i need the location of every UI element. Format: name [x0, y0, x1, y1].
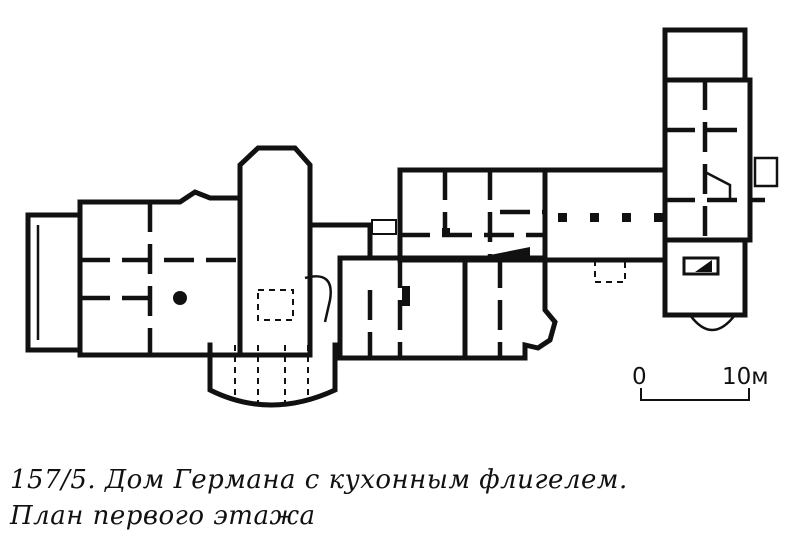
caption-title: 157/5. Дом Германа с кухонным флигелем.: [10, 465, 628, 495]
north-range: [371, 167, 548, 263]
kitchen-wing: [662, 27, 779, 332]
stair-icon: [402, 286, 410, 306]
south-bay: [207, 342, 338, 408]
scale-bar: [640, 388, 750, 401]
east-lower-wing: [462, 255, 558, 361]
gallery: [542, 167, 668, 283]
main-house: [77, 145, 373, 358]
caption-subtitle: План первого этажа: [10, 501, 316, 531]
floor-plan-drawing: [25, 27, 779, 408]
scale-end-label: 10м: [722, 364, 769, 390]
stove-icon: [173, 291, 187, 305]
figure-caption: 157/5. Дом Германа с кухонным флигелем. …: [10, 462, 790, 534]
scale-start-label: 0: [632, 364, 647, 390]
west-wing: [25, 212, 83, 353]
central-block: [304, 255, 468, 361]
